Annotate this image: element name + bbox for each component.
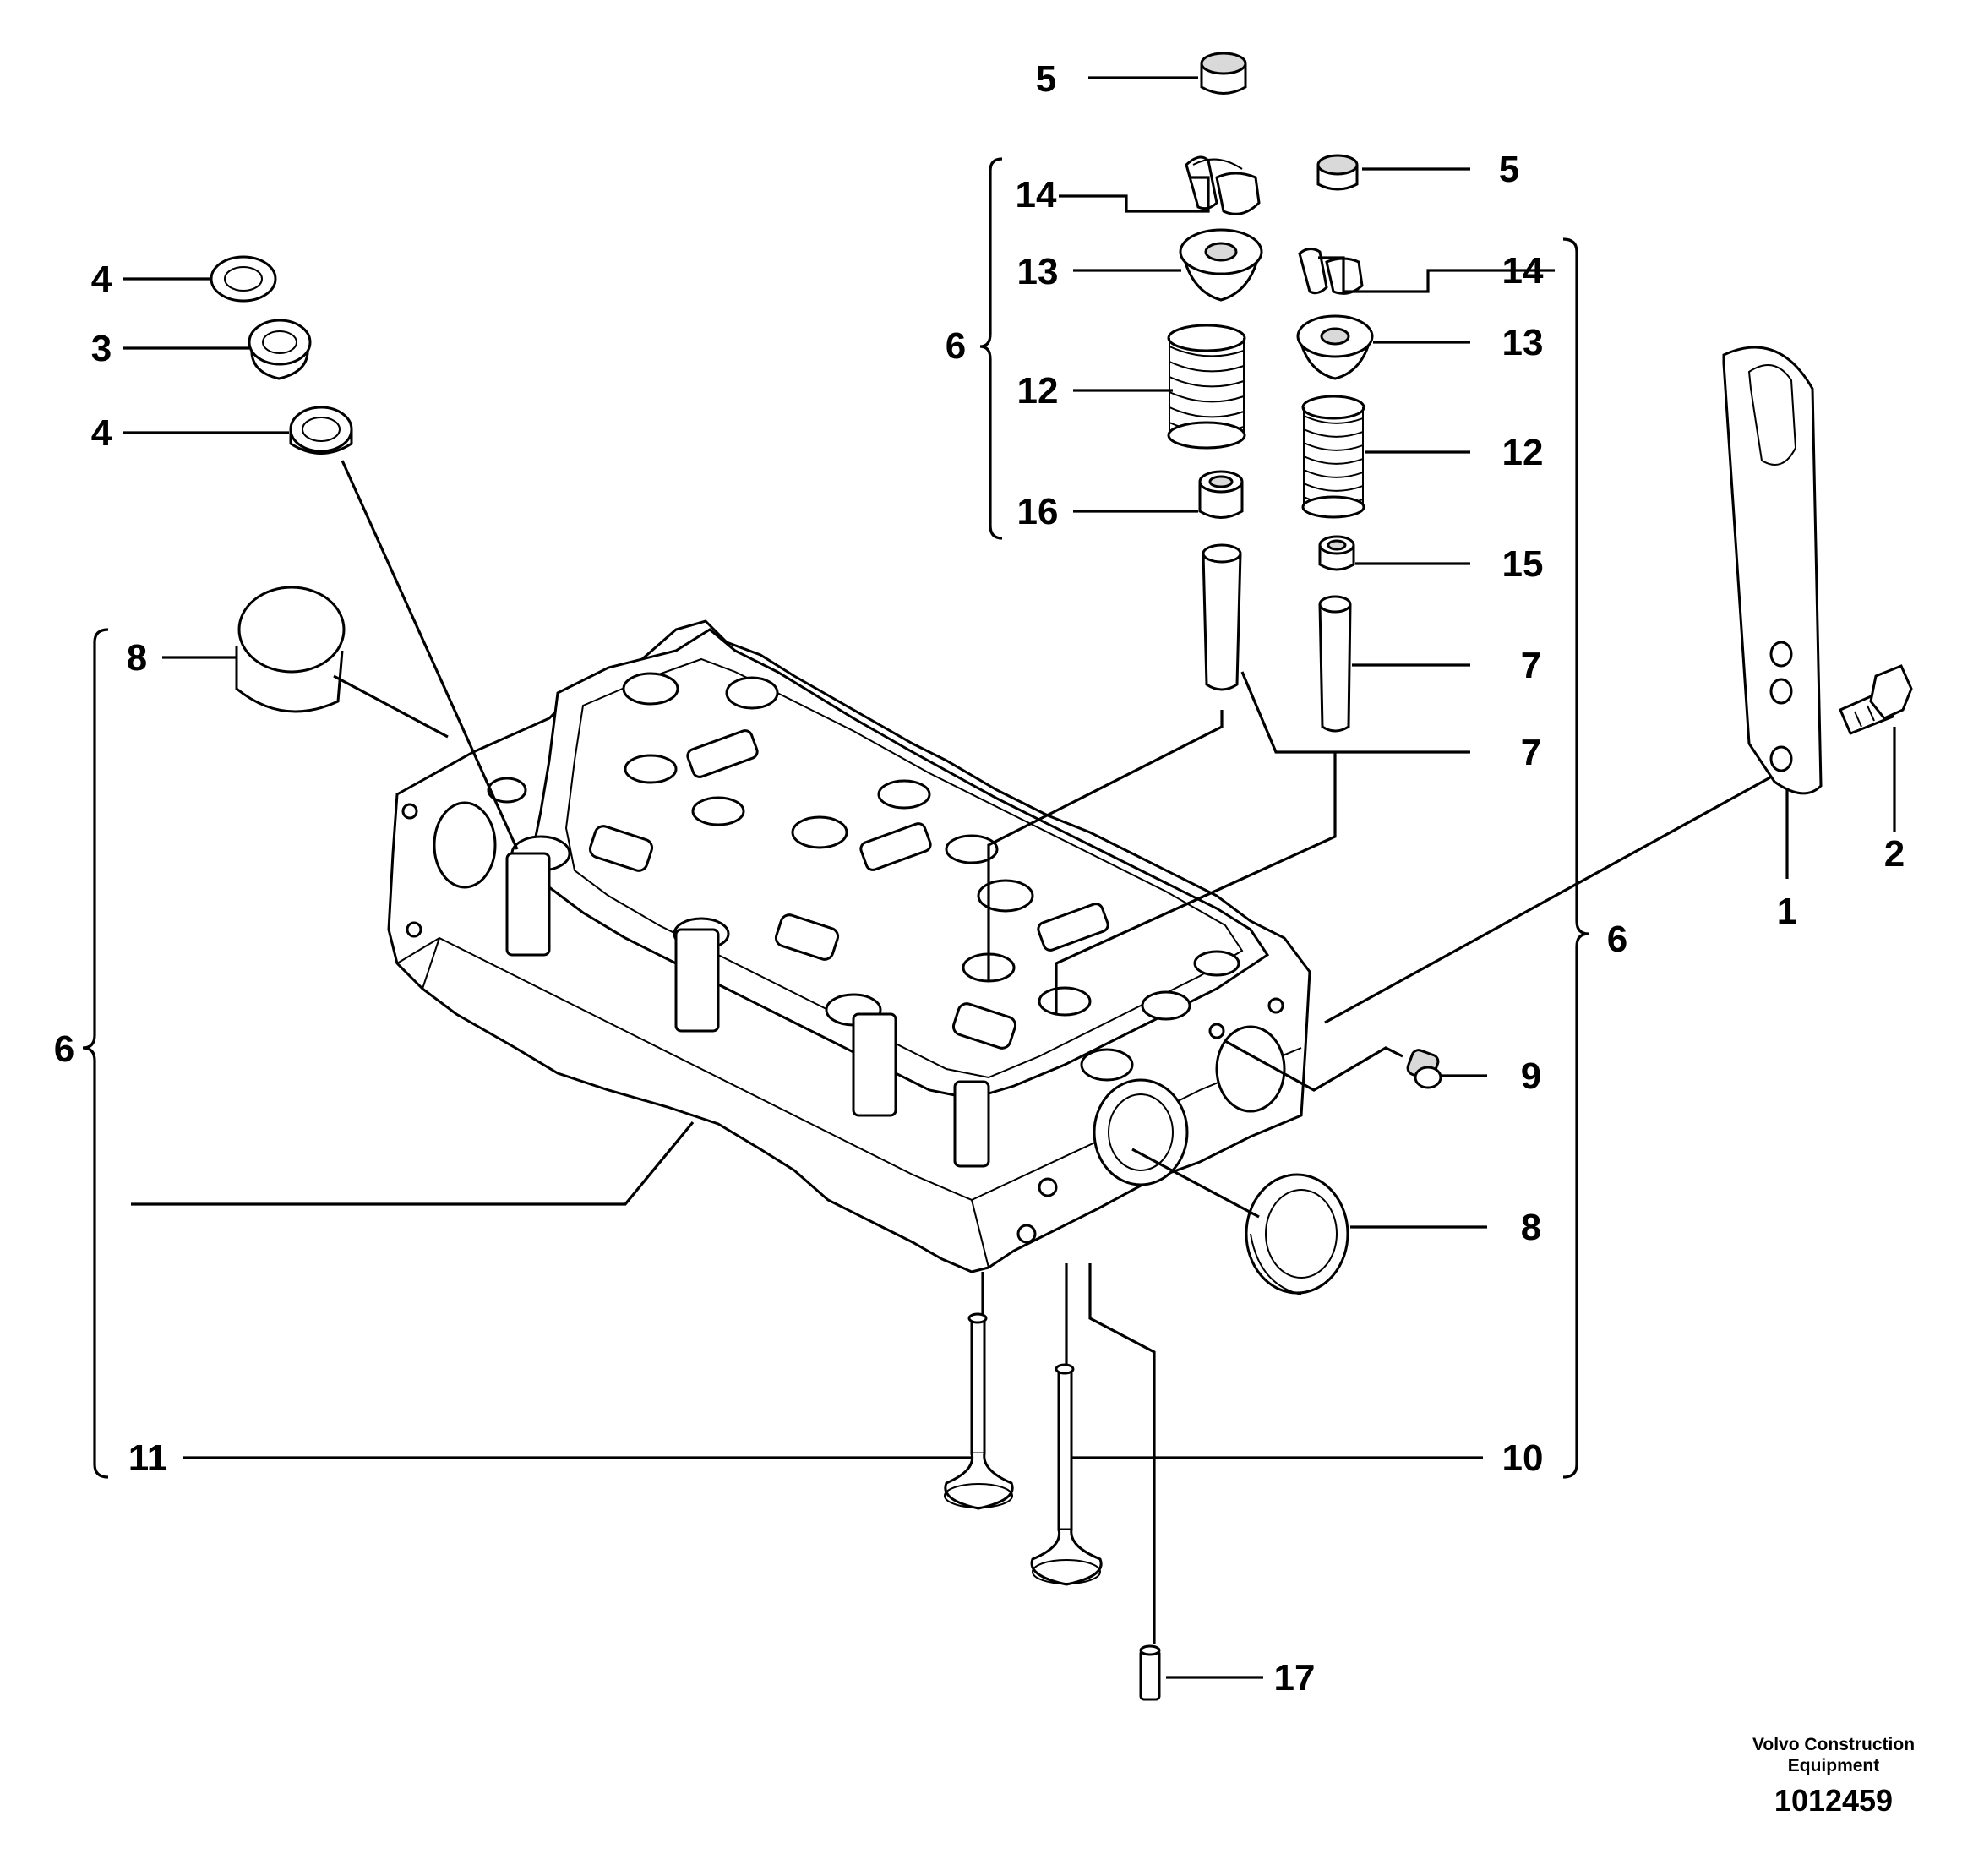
credit-line-1: Volvo Construction — [1752, 1735, 1916, 1754]
part-16-seal-left — [1198, 470, 1244, 519]
callout-8: 8 — [127, 637, 147, 679]
callout-14: 14 — [1016, 174, 1057, 215]
part-8-seal-right — [1245, 1173, 1349, 1295]
callout-5: 5 — [1036, 58, 1056, 100]
part-13-retainer-right — [1296, 314, 1374, 380]
part-10-valve — [1030, 1363, 1103, 1586]
callout-2: 2 — [1884, 833, 1905, 875]
part-13-retainer-left — [1179, 228, 1263, 302]
callout-15: 15 — [1502, 543, 1544, 585]
part-7-guide-left — [1202, 543, 1242, 691]
callout-7: 7 — [1521, 645, 1541, 686]
callout-14: 14 — [1502, 250, 1544, 292]
callout-8: 8 — [1521, 1207, 1541, 1248]
brace-left-upper — [979, 157, 1003, 540]
part-15-seal-right — [1318, 535, 1355, 571]
part-4-seal-ring-upper — [210, 255, 277, 303]
callout-6: 6 — [1607, 919, 1627, 960]
part-1-lifting-bracket — [1722, 346, 1823, 795]
callout-6: 6 — [946, 325, 966, 367]
callout-4: 4 — [91, 412, 112, 454]
part-14-collets-left — [1185, 155, 1261, 215]
callout-12: 12 — [1017, 370, 1059, 412]
part-5-cap-upper — [1200, 52, 1247, 95]
callout-12: 12 — [1502, 432, 1544, 473]
part-4-seal-ring-lower — [289, 406, 353, 455]
part-8-core-plug-left — [235, 586, 346, 713]
part-5-cap-right — [1316, 154, 1359, 191]
callout-5: 5 — [1499, 149, 1519, 190]
part-7-guide-right — [1318, 595, 1352, 733]
callout-6: 6 — [54, 1028, 74, 1070]
part-14-collets-right — [1298, 248, 1364, 295]
part-11-valve — [944, 1312, 1014, 1510]
callout-11: 11 — [128, 1437, 168, 1479]
part-12-spring-right — [1301, 395, 1365, 519]
callout-13: 13 — [1502, 322, 1544, 363]
callout-9: 9 — [1521, 1055, 1541, 1097]
manufacturer-credit: Volvo Construction Equipment — [1724, 1734, 1943, 1776]
part-17-dowel-pin — [1139, 1644, 1161, 1701]
brace-left-main — [82, 628, 109, 1479]
callout-4: 4 — [91, 259, 112, 300]
part-2-bolt — [1839, 664, 1913, 735]
part-3-grommet — [248, 319, 312, 380]
callout-3: 3 — [91, 328, 112, 369]
callout-16: 16 — [1017, 491, 1059, 532]
credit-line-2: Equipment — [1787, 1756, 1880, 1775]
callout-13: 13 — [1017, 251, 1059, 292]
callout-1: 1 — [1777, 891, 1797, 932]
callout-7: 7 — [1521, 732, 1541, 773]
cylinder-head-body — [387, 619, 1311, 1273]
brace-right-main — [1562, 237, 1589, 1479]
part-12-spring-left — [1167, 324, 1246, 450]
callout-10: 10 — [1502, 1437, 1544, 1479]
part-9-plug — [1406, 1049, 1442, 1089]
callout-labels: 5 5 14 14 13 13 6 12 12 16 15 7 7 4 3 4 … — [54, 58, 1905, 1699]
document-number: 1012459 — [1774, 1783, 1894, 1818]
leader-lines — [123, 76, 1896, 1679]
callout-17: 17 — [1274, 1657, 1316, 1699]
